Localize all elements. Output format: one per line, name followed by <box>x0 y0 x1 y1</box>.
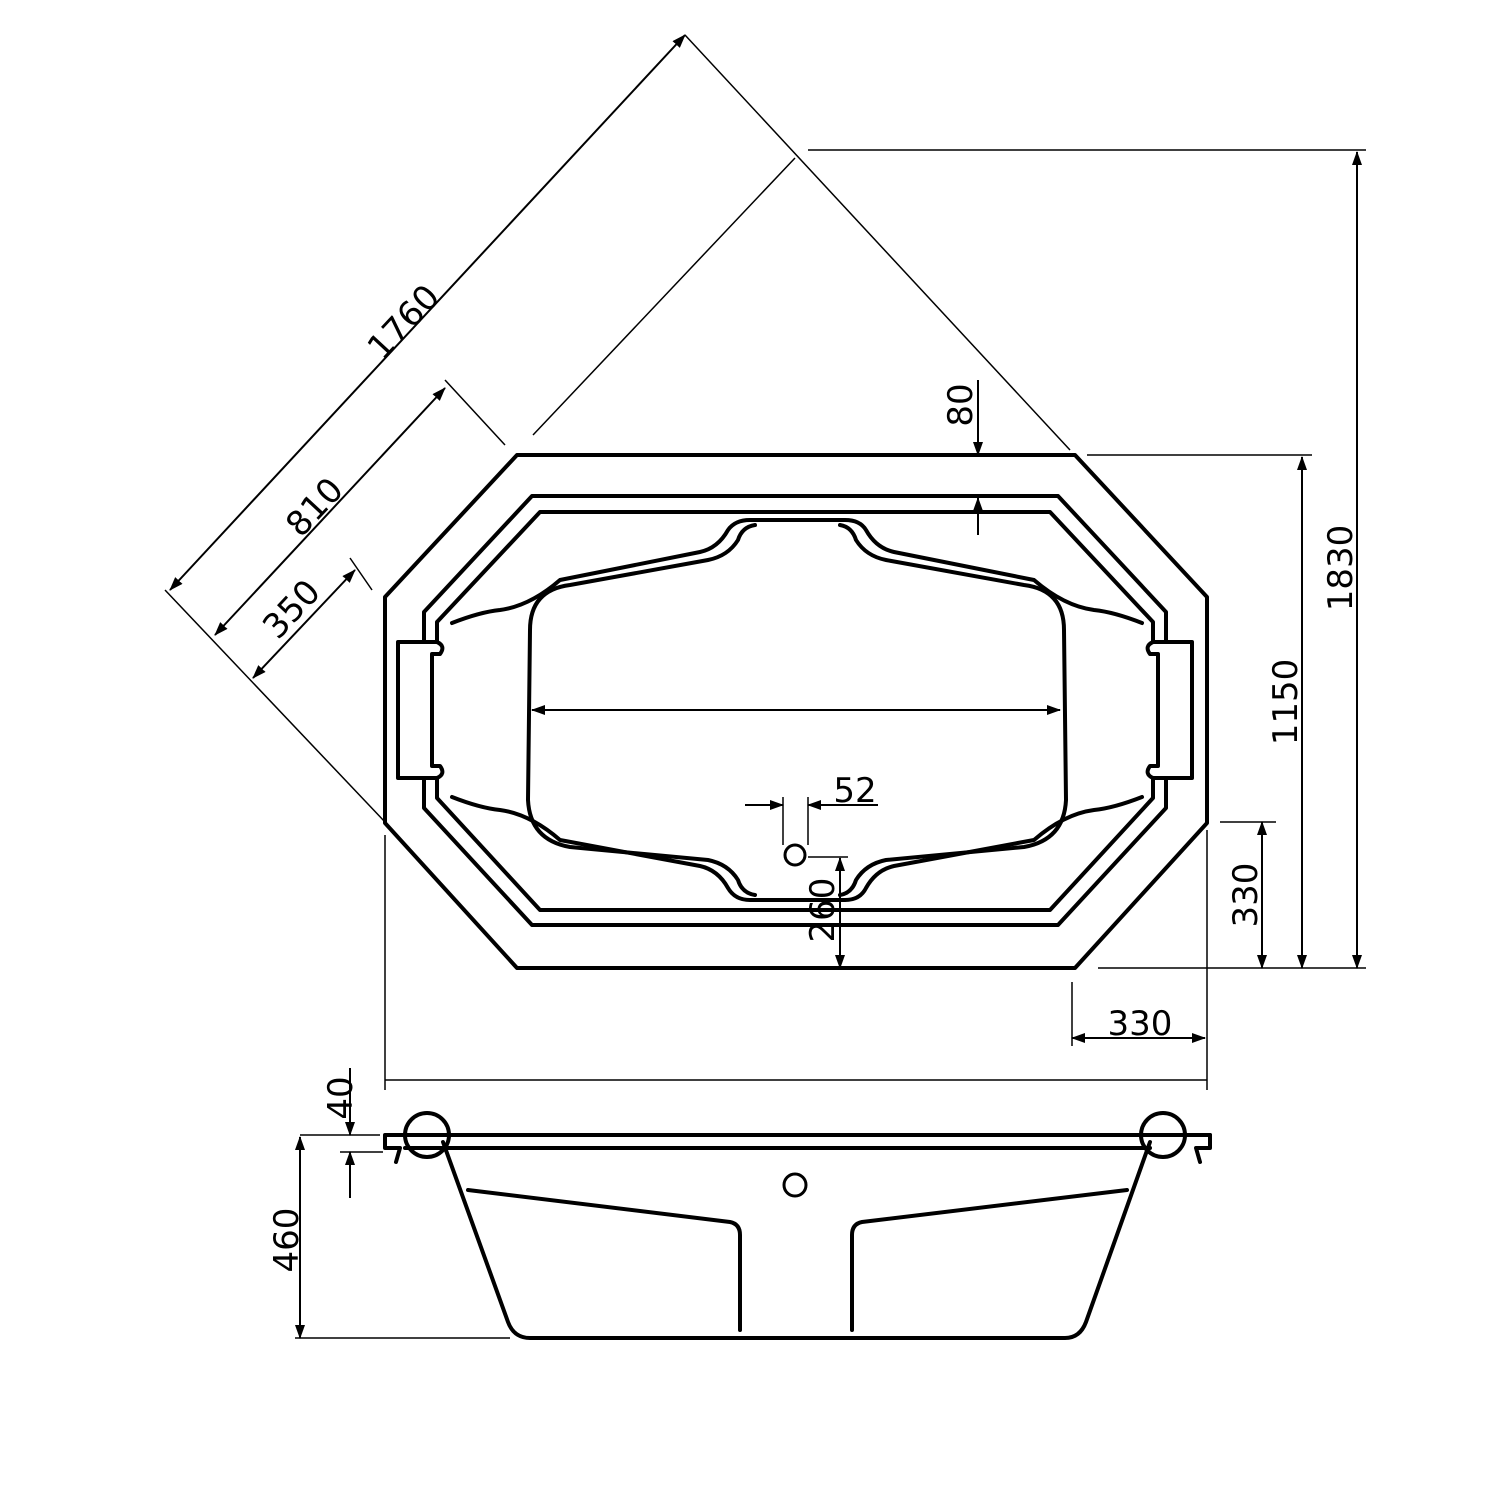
side-drain <box>782 1172 808 1198</box>
svg-text:80: 80 <box>941 383 981 426</box>
left-handle <box>396 640 445 780</box>
dimension-40: 40 <box>321 1068 361 1198</box>
dimension-810: 810 <box>214 387 446 636</box>
svg-text:810: 810 <box>278 470 352 545</box>
drain-hole <box>783 843 807 867</box>
rim-lip-right <box>1194 1133 1212 1164</box>
svg-text:1150: 1150 <box>1266 659 1306 746</box>
rim-top <box>393 1133 1212 1150</box>
dimension-1830: 1830 <box>1321 151 1362 969</box>
tub-body <box>441 1140 1152 1340</box>
side-view <box>295 1111 1212 1340</box>
right-handle <box>1145 640 1194 780</box>
outer-rim-outline <box>383 453 1209 970</box>
extension-lines <box>164 34 1366 1090</box>
dimension-1760: 1760 <box>169 34 686 591</box>
svg-text:52: 52 <box>833 771 876 811</box>
dimension-1150: 1150 <box>1266 456 1307 969</box>
svg-text:260: 260 <box>803 878 843 943</box>
svg-text:1830: 1830 <box>1321 525 1361 612</box>
svg-text:460: 460 <box>267 1208 307 1273</box>
seat-contour-top <box>450 518 1144 625</box>
dimension-350: 350 <box>252 569 356 679</box>
dimension-330-vertical: 330 <box>1226 821 1267 969</box>
svg-text:1760: 1760 <box>360 277 448 368</box>
dimension-460: 460 <box>267 1136 307 1339</box>
basin-outline <box>526 523 1068 897</box>
seat-contour-bottom <box>450 795 1144 902</box>
overflow-right <box>1139 1111 1187 1159</box>
dimension-260: 260 <box>803 857 845 969</box>
svg-text:350: 350 <box>255 572 329 647</box>
dimension-52: 52 <box>745 771 878 811</box>
dimension-80: 80 <box>941 380 983 535</box>
overflow-left <box>403 1111 451 1159</box>
svg-text:330: 330 <box>1108 1004 1173 1044</box>
svg-text:330: 330 <box>1226 863 1266 928</box>
seat-left <box>466 1188 742 1332</box>
svg-text:40: 40 <box>321 1076 361 1119</box>
rim-lip-left <box>383 1133 402 1164</box>
dimension-330-horizontal: 330 <box>1071 1004 1206 1044</box>
seat-right <box>850 1188 1129 1332</box>
top-view <box>383 453 1209 970</box>
